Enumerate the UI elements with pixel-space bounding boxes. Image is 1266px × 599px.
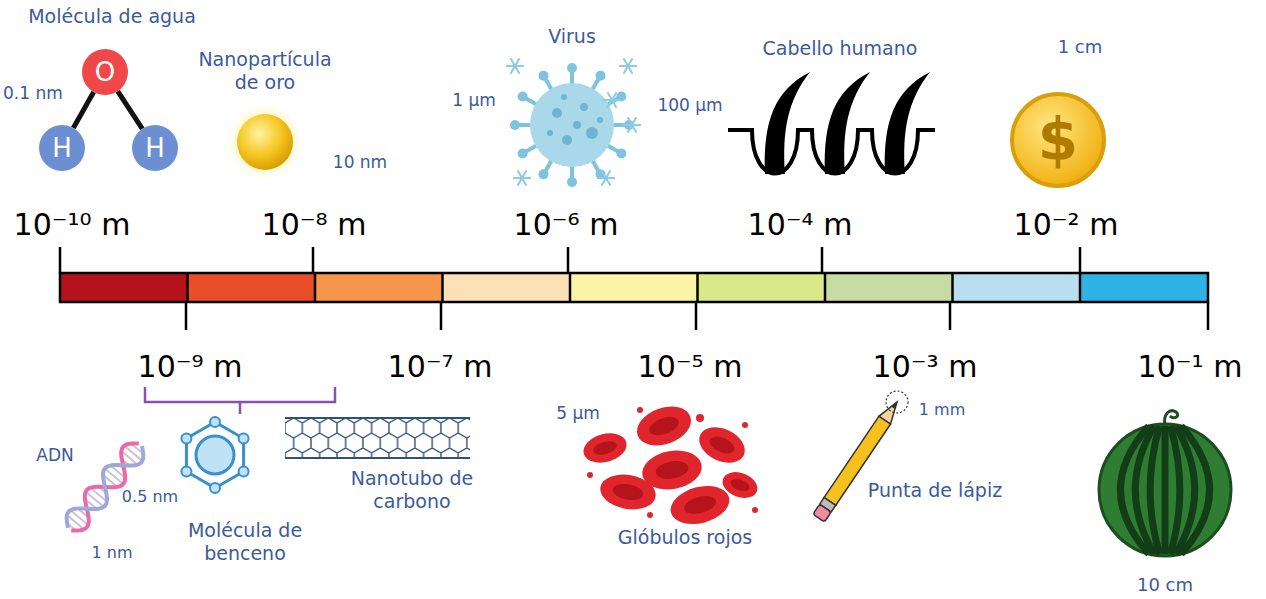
size-label: Glóbulos rojos (618, 526, 752, 549)
currency-symbol: $ (1038, 111, 1078, 169)
pencil-icon (813, 391, 908, 522)
bond-line (118, 91, 143, 129)
size-label: 10 cm (1137, 574, 1193, 596)
size-label: Molécula de agua (28, 5, 196, 28)
size-label: Nanopartícula de oro (195, 48, 335, 94)
atom-circle: H (39, 125, 85, 171)
bracket (145, 387, 335, 414)
size-label: 0.1 nm (3, 83, 63, 103)
size-label: 1 cm (1058, 36, 1103, 58)
scale-tick-label: 10⁻⁶ m (514, 207, 619, 243)
size-label: 100 µm (657, 95, 722, 115)
size-label: Molécula de benceno (175, 519, 315, 565)
size-label: Virus (548, 25, 596, 48)
watermelon-icon (1099, 411, 1231, 556)
scale-tick-label: 10⁻⁵ m (638, 349, 743, 385)
atom-symbol: O (95, 59, 115, 85)
scale-tick-label: 10⁻³ m (873, 349, 978, 385)
bond-line (73, 92, 93, 128)
size-label: 5 µm (556, 403, 600, 423)
size-label: Punta de lápiz (868, 479, 1002, 502)
scale-tick-label: 10⁻¹ m (1138, 349, 1243, 385)
scale-bar (60, 247, 1208, 330)
atom-symbol: H (145, 135, 165, 161)
carbon-nanotube (285, 418, 470, 458)
size-label: Cabello humano (763, 37, 918, 60)
coin: $ (1010, 92, 1106, 188)
size-label: Nanotubo de carbono (350, 467, 475, 513)
red-blood-cells (580, 400, 761, 531)
atom-circle: H (132, 125, 178, 171)
size-label: ADN (36, 445, 73, 465)
size-label: 1 µm (452, 90, 496, 110)
atom-symbol: H (52, 135, 72, 161)
scale-tick-label: 10⁻⁸ m (262, 207, 367, 243)
scale-tick-label: 10⁻⁷ m (388, 349, 493, 385)
atom-circle: O (82, 49, 128, 95)
size-label: 1 nm (92, 543, 133, 562)
size-label: 0.5 nm (122, 487, 178, 506)
scale-tick-label: 10⁻⁹ m (138, 349, 243, 385)
gold-nanoparticle (227, 104, 303, 180)
scale-tick-label: 10⁻² m (1014, 207, 1119, 243)
scale-tick-label: 10⁻⁴ m (748, 207, 853, 243)
size-label: 10 nm (333, 152, 387, 172)
benzene-molecule (181, 417, 248, 493)
size-label: 1 mm (919, 400, 965, 419)
virus-icon (506, 58, 641, 187)
scale-tick-label: 10⁻¹⁰ m (14, 207, 131, 243)
hair-icon (728, 72, 935, 174)
dna-helix (60, 437, 149, 537)
